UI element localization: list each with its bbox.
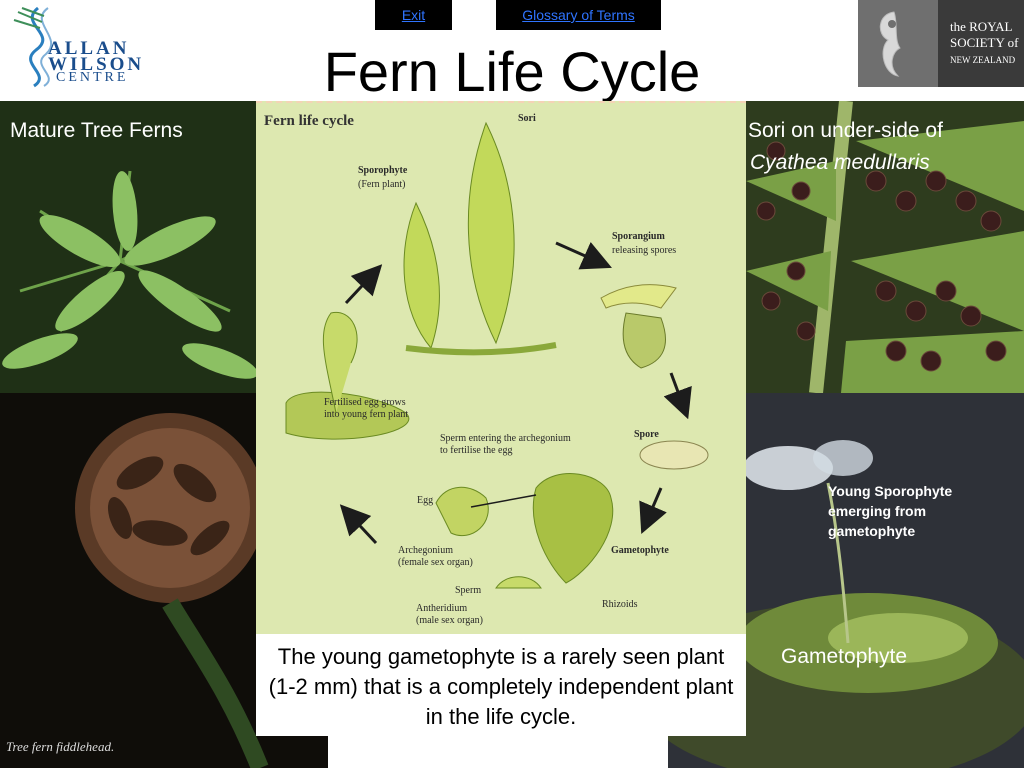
awc-name-3: CENTRE [56,70,129,85]
label-fertilised-1: Fertilised egg grows [324,397,406,408]
label-spore: Spore [634,429,659,440]
label-fern-plant: (Fern plant) [358,179,406,190]
fern-life-cycle-diagram: Fern life cycle Sori Sporophyte (Fern pl… [256,101,746,634]
glossary-link[interactable]: Glossary of Terms [522,7,635,23]
allan-wilson-centre-logo: ALLAN WILSON CENTRE [8,4,168,88]
royal-line-2: SOCIETY of [950,35,1019,50]
royal-line-3: NEW ZEALAND [950,55,1016,65]
sori-label-species: Cyathea medullaris [750,151,930,174]
tree-ferns-photo: Mature Tree Ferns [0,101,256,393]
diagram-title: Fern life cycle [264,113,354,129]
label-sporophyte: Sporophyte [358,165,408,176]
koru-icon [879,11,901,77]
awc-name-1: ALLAN [48,38,130,59]
awc-name-2: WILSON [48,54,145,75]
royal-society-logo: the ROYAL SOCIETY of NEW ZEALAND [858,0,1024,87]
page-title: Fern Life Cycle [323,40,701,103]
label-archegonium: Archegonium [398,545,453,556]
label-gametophyte: Gametophyte [611,545,669,556]
label-sperm: Sperm [455,585,482,596]
label-sporangium: Sporangium [612,231,665,242]
label-sperm-entering-2: to fertilise the egg [440,445,513,456]
label-egg: Egg [417,495,434,506]
sori-label-line1: Sori on under-side of [748,119,943,142]
exit-link[interactable]: Exit [401,7,426,23]
glossary-button[interactable]: Glossary of Terms [496,0,661,30]
sporophyte-label: Young Sporophyte emerging from gametophy… [828,483,953,539]
royal-line-1: the ROYAL [950,19,1013,34]
tree-ferns-label: Mature Tree Ferns [10,119,183,142]
sori-photo: Sori on under-side of Cyathea medullaris [746,101,1024,393]
label-releasing-spores: releasing spores [612,245,677,256]
label-antheridium: Antheridium [416,603,468,614]
royal-society-emblem [858,0,938,87]
label-rhizoids: Rhizoids [602,599,638,610]
life-cycle-illustration [285,121,709,589]
dna-fern-icon [13,6,53,88]
label-sori: Sori [518,113,536,124]
fiddlehead-caption: Tree fern fiddlehead. [6,739,115,754]
sori-image [746,101,1024,393]
caption-text: The young gametophyte is a rarely seen p… [268,644,734,729]
exit-button[interactable]: Exit [375,0,452,30]
label-fertilised-2: into young fern plant [324,409,409,420]
label-male-organ: (male sex organ) [416,615,484,626]
tree-ferns-image [0,101,256,393]
caption-box: The young gametophyte is a rarely seen p… [256,634,746,736]
label-sperm-entering-1: Sperm entering the archegonium [440,433,571,444]
gametophyte-photo-label: Gametophyte [781,645,908,668]
label-female-organ: (female sex organ) [398,557,473,568]
